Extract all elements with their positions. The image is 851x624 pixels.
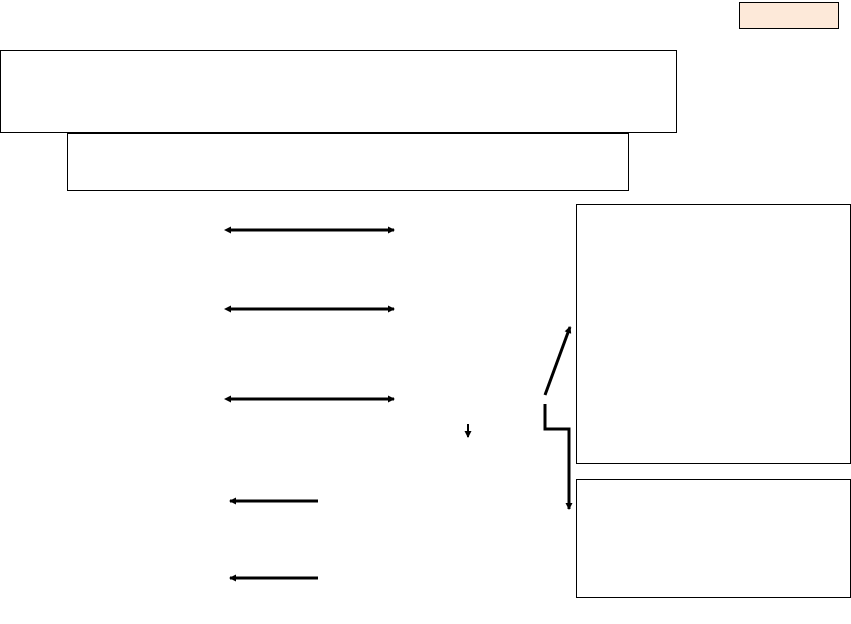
tag-box [739,2,839,29]
right-upper-box [576,204,851,464]
second-box [67,133,629,191]
elbow-down-arrow [543,404,573,510]
diagonal-up-arrow [543,326,572,396]
right-lower-box [576,479,851,598]
top-box [0,50,677,133]
